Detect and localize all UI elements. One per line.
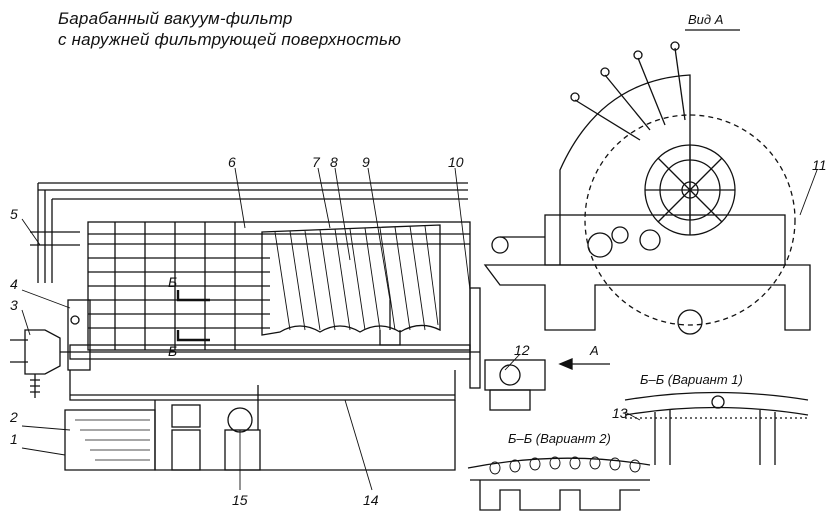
part-number-14: 14 bbox=[363, 492, 379, 508]
part-number-6: 6 bbox=[228, 154, 236, 170]
arrow-a-head bbox=[558, 358, 573, 370]
part-number-11: 11 bbox=[812, 157, 827, 173]
part-number-8: 8 bbox=[330, 154, 338, 170]
part-number-1: 1 bbox=[10, 431, 18, 447]
section-bb-variant-1 bbox=[624, 391, 809, 465]
part-number-12: 12 bbox=[514, 342, 530, 358]
part-number-3: 3 bbox=[10, 297, 18, 313]
part-number-15: 15 bbox=[232, 492, 248, 508]
side-view bbox=[10, 182, 546, 471]
diagram-title-line-2: с наружней фильтрующей поверхностью bbox=[58, 30, 402, 49]
part-number-13: 13 bbox=[612, 405, 628, 421]
diagram-title-line-1: Барабанный вакуум-фильтр bbox=[58, 9, 293, 28]
view-a-label: Вид А bbox=[688, 12, 724, 27]
section-mark-b-bottom: Б bbox=[168, 343, 178, 359]
section-mark-b-top: Б bbox=[168, 274, 178, 290]
section-bb-var1-label: Б–Б (Вариант 1) bbox=[640, 372, 743, 387]
arrow-a-label: А bbox=[590, 343, 599, 358]
section-bb-var2-label: Б–Б (Вариант 2) bbox=[508, 431, 611, 446]
part-number-5: 5 bbox=[10, 206, 18, 222]
part-number-9: 9 bbox=[362, 154, 370, 170]
part-number-2: 2 bbox=[10, 409, 18, 425]
part-number-4: 4 bbox=[10, 276, 18, 292]
leader-lines bbox=[21, 167, 818, 491]
part-number-10: 10 bbox=[448, 154, 464, 170]
section-bb-variant-2 bbox=[467, 456, 651, 511]
part-number-7: 7 bbox=[312, 154, 320, 170]
view-a bbox=[483, 41, 811, 335]
